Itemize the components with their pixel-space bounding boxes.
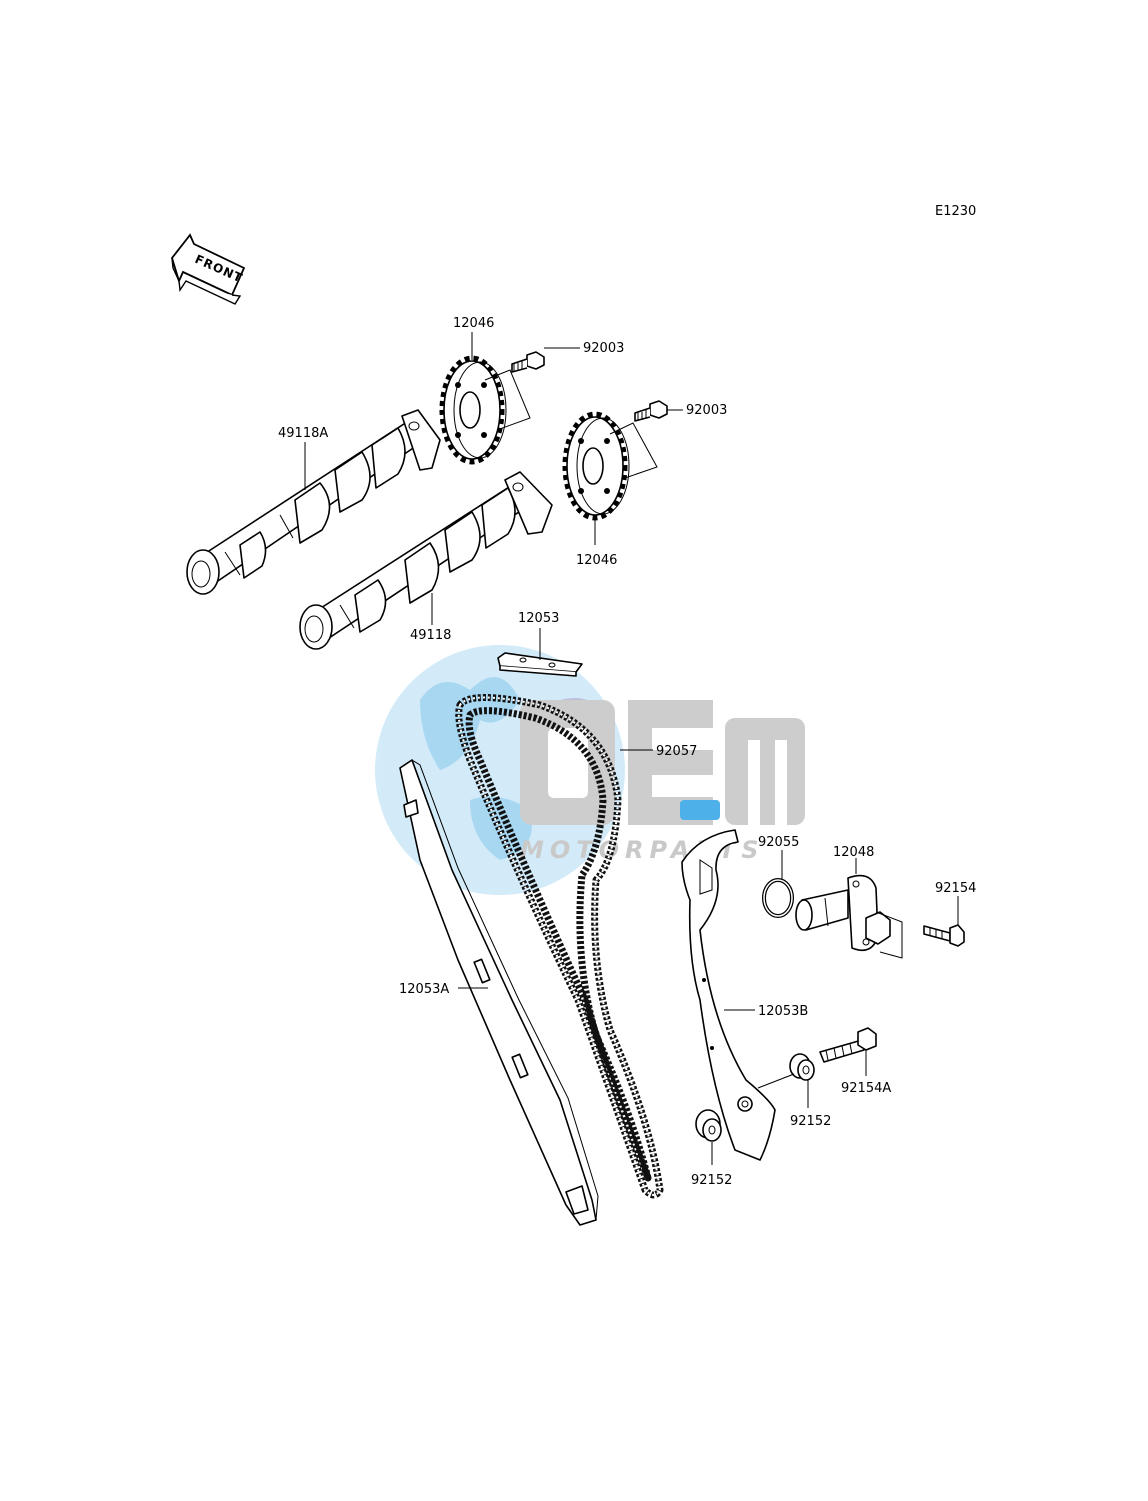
tensioner-bolt <box>923 924 965 947</box>
label-92152-right[interactable]: 92152 <box>790 1114 831 1129</box>
cam-chain <box>455 694 664 1199</box>
label-12046-lower[interactable]: 12046 <box>576 553 617 568</box>
front-arrow-icon: FRONT <box>171 233 246 305</box>
label-92154a[interactable]: 92154A <box>841 1081 891 1096</box>
label-49118a[interactable]: 49118A <box>278 426 328 441</box>
collar-left <box>695 1109 722 1142</box>
chain-guide-a <box>399 759 599 1226</box>
label-92003-lower[interactable]: 92003 <box>686 403 727 418</box>
bolt-lower <box>634 400 668 422</box>
chain-guide-b <box>681 829 776 1161</box>
sprocket-lower <box>562 411 630 521</box>
diagram-code: E1230 <box>935 204 976 219</box>
tensioner <box>795 874 891 952</box>
o-ring <box>762 878 794 918</box>
label-12053a[interactable]: 12053A <box>399 982 449 997</box>
guide-bolt <box>819 1027 877 1063</box>
label-92003-upper[interactable]: 92003 <box>583 341 624 356</box>
label-12053[interactable]: 12053 <box>518 611 559 626</box>
label-92152-left[interactable]: 92152 <box>691 1173 732 1188</box>
camshaft-b <box>299 471 553 650</box>
sprocket-upper <box>439 355 507 465</box>
label-12046-upper[interactable]: 12046 <box>453 316 494 331</box>
label-12048[interactable]: 12048 <box>833 845 874 860</box>
bolt-upper <box>511 351 545 373</box>
label-92154[interactable]: 92154 <box>935 881 976 896</box>
label-92055[interactable]: 92055 <box>758 835 799 850</box>
camshaft-a <box>186 409 441 595</box>
label-92057[interactable]: 92057 <box>656 744 697 759</box>
chain-guide-top <box>497 652 583 677</box>
label-12053b[interactable]: 12053B <box>758 1004 808 1019</box>
collar-right <box>789 1053 815 1081</box>
label-49118[interactable]: 49118 <box>410 628 451 643</box>
